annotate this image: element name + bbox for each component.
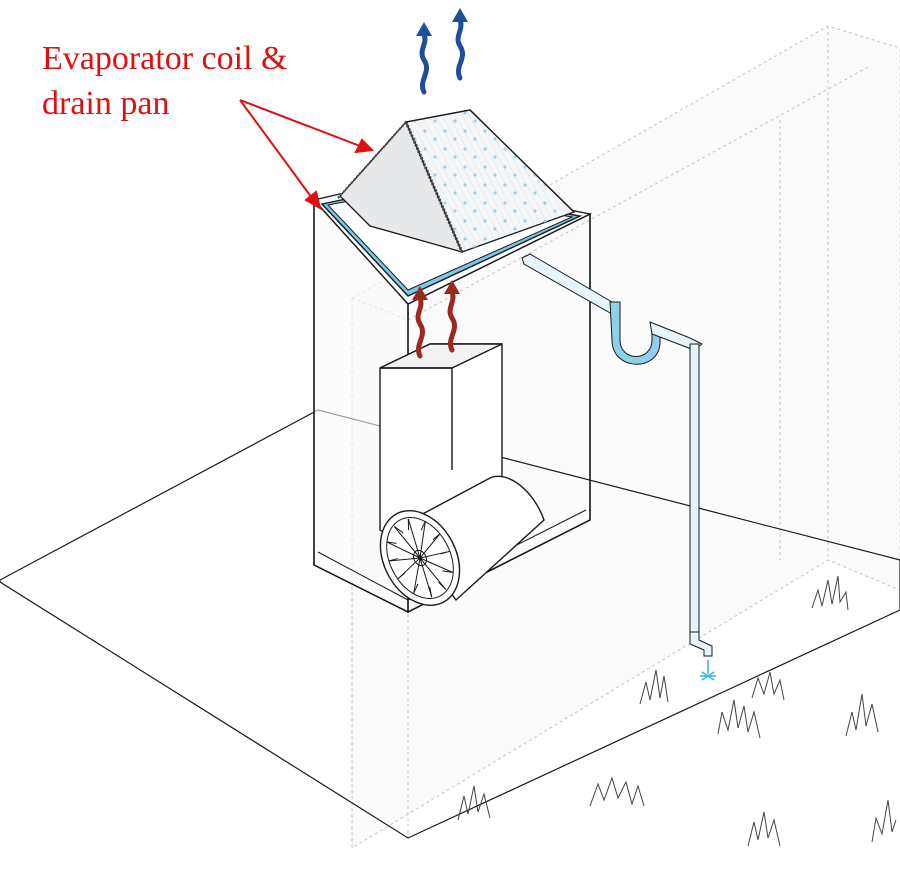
annotation-label-line-1: Evaporator coil & xyxy=(42,40,288,77)
blower-fan-icon xyxy=(386,517,454,599)
water-drip-icon xyxy=(700,660,716,681)
evaporator-coil xyxy=(337,109,576,253)
warm-air-arrowheads xyxy=(412,280,460,300)
annotation-label-line-2: drain pan xyxy=(42,85,170,122)
annotation-arrows xyxy=(239,99,375,211)
warm-air-arrow-icon xyxy=(415,289,458,359)
cool-air-arrowheads xyxy=(416,8,468,36)
grass-tuft-icon xyxy=(457,575,897,847)
cool-air-arrow-icon xyxy=(419,17,466,95)
condensate-drain-pipe xyxy=(521,253,713,657)
